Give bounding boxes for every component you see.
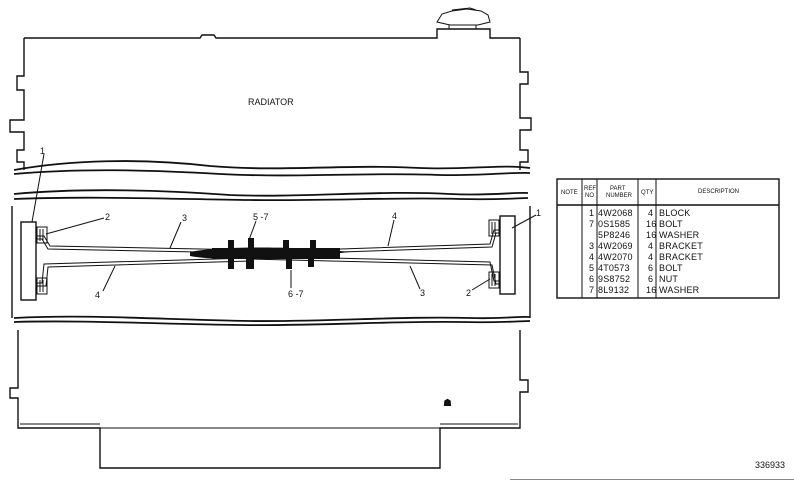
left-mounting-block <box>20 221 48 301</box>
callout-leaders <box>31 153 537 292</box>
drain-mark: ☗ <box>443 398 452 409</box>
row-3-part: 4W2069 <box>598 241 633 251</box>
callout-5-7: 5 -7 <box>253 212 269 222</box>
mounting-brackets <box>36 229 500 287</box>
lower-break-lines <box>13 315 531 327</box>
upper-break-lines <box>13 160 531 202</box>
callout-4-top: 4 <box>392 211 397 221</box>
callout-2-top-left: 2 <box>105 212 110 222</box>
parts-table: NOTE REF NO PART NUMBER QTY DESCRIPTION … <box>556 178 780 299</box>
row-7-ref: 7 <box>589 285 594 295</box>
row-0-qty: 4 <box>648 208 653 218</box>
row-5-ref: 5 <box>589 263 594 273</box>
right-mounting-block <box>488 215 516 295</box>
callout-1-right: 1 <box>536 208 541 218</box>
row-2-desc: WASHER <box>659 230 700 240</box>
header-description: DESCRIPTION <box>698 189 739 195</box>
row-0-part: 4W2068 <box>598 208 633 218</box>
middle-frame <box>11 206 531 318</box>
header-number: NUMBER <box>606 193 633 199</box>
header-part: PART <box>610 186 626 192</box>
row-6-ref: 6 <box>589 274 594 284</box>
row-1-desc: BOLT <box>659 219 683 229</box>
drawing-number: 336933 <box>755 460 785 470</box>
center-bolt-cluster <box>190 238 350 269</box>
header-no: NO <box>585 193 594 199</box>
row-3-ref: 3 <box>589 241 594 251</box>
callout-3-top: 3 <box>182 213 187 223</box>
row-4-desc: BRACKET <box>659 252 703 262</box>
row-2-part: 5P8246 <box>598 230 630 240</box>
row-4-part: 4W2070 <box>598 252 633 262</box>
row-4-ref: 4 <box>589 252 594 262</box>
callout-6-7: 6 -7 <box>288 289 304 299</box>
row-4-qty: 4 <box>648 252 653 262</box>
row-0-desc: BLOCK <box>659 208 691 218</box>
row-6-qty: 6 <box>648 274 653 284</box>
radiator-label: RADIATOR <box>248 97 294 107</box>
row-7-part: 8L9132 <box>598 285 629 295</box>
row-1-qty: 16 <box>646 219 656 229</box>
header-ref: REF <box>584 186 596 192</box>
row-0-ref: 1 <box>589 208 594 218</box>
row-1-ref: 7 <box>589 219 594 229</box>
row-5-part: 4T0573 <box>598 263 630 273</box>
row-6-part: 9S8752 <box>598 274 630 284</box>
row-1-part: 0S1585 <box>598 219 630 229</box>
row-7-qty: 16 <box>646 285 656 295</box>
lower-radiator-outline <box>9 330 529 469</box>
callout-4-bottom: 4 <box>95 290 100 300</box>
row-5-qty: 6 <box>648 263 653 273</box>
callout-2-bottom-right: 2 <box>466 288 471 298</box>
header-note: NOTE <box>561 190 578 196</box>
row-3-desc: BRACKET <box>659 241 703 251</box>
header-qty: QTY <box>641 190 653 196</box>
row-5-desc: BOLT <box>659 263 683 273</box>
upper-radiator-outline <box>9 7 532 170</box>
row-3-qty: 4 <box>648 241 653 251</box>
callout-1-left: 1 <box>40 146 45 156</box>
row-2-qty: 16 <box>646 230 656 240</box>
callout-3-bottom: 3 <box>420 288 425 298</box>
row-7-desc: WASHER <box>659 285 700 295</box>
row-6-desc: NUT <box>659 274 678 284</box>
callout-labels: 1 2 3 5 -7 4 1 4 6 -7 3 2 <box>40 146 541 300</box>
